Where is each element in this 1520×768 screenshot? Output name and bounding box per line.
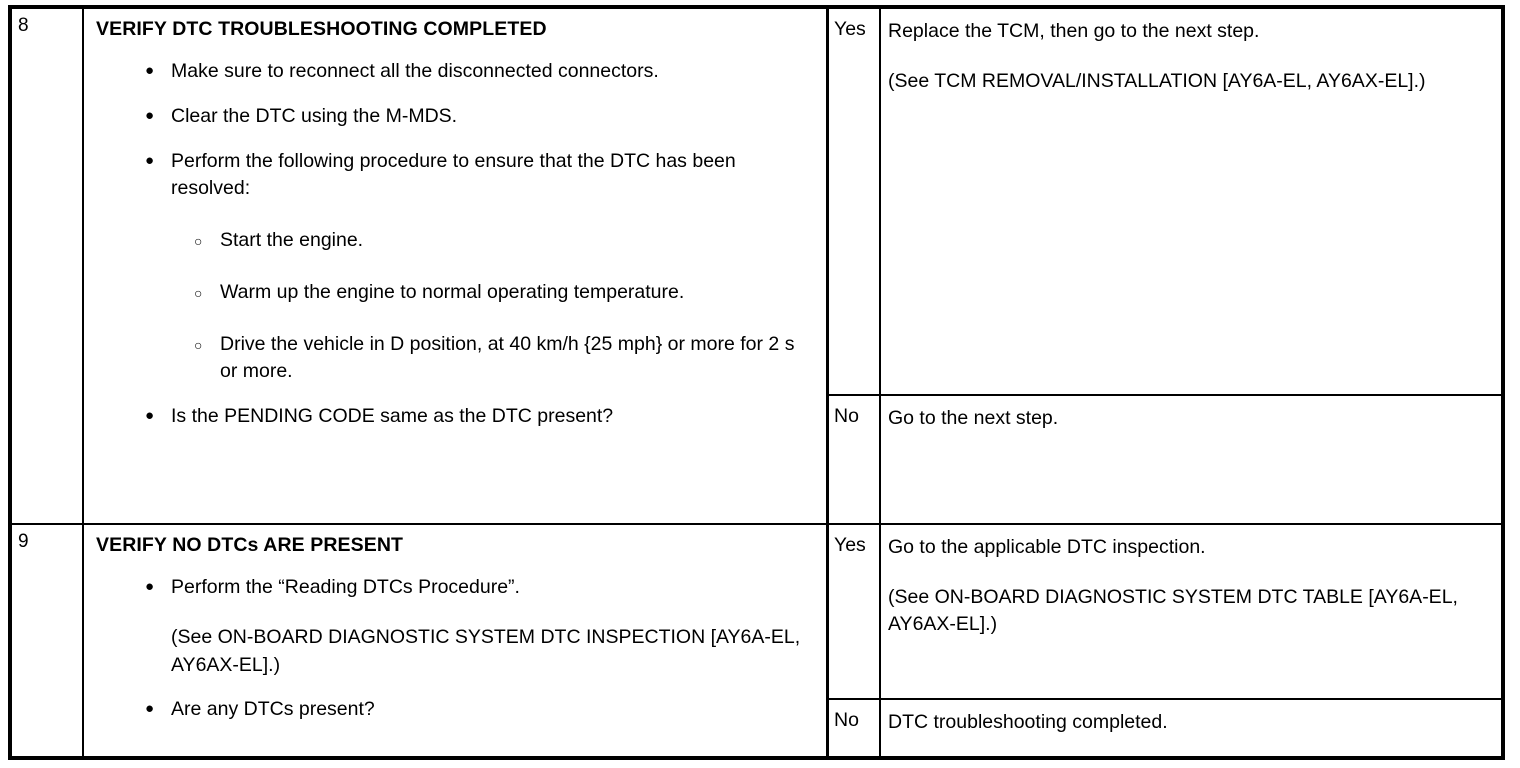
- filled-bullet-icon: ●: [145, 578, 155, 596]
- answer-block-no: No Go to the next step.: [829, 396, 1501, 523]
- filled-bullet-icon: ●: [145, 151, 155, 169]
- answer-block-no: No DTC troubleshooting completed.: [829, 700, 1501, 760]
- step-title: VERIFY DTC TROUBLESHOOTING COMPLETED: [96, 18, 547, 40]
- bullet-list: ● Perform the “Reading DTCs Procedure”.: [96, 574, 814, 602]
- answer-key-yes: Yes: [829, 525, 881, 698]
- filled-bullet-icon: ●: [145, 62, 155, 80]
- answer-reference-text: (See TCM REMOVAL/INSTALLATION [AY6A-EL, …: [888, 69, 1426, 92]
- list-item: ● Perform the following procedure to ens…: [96, 148, 814, 203]
- answer-key-yes: Yes: [829, 9, 881, 394]
- list-item: ○ Warm up the engine to normal operating…: [96, 279, 814, 307]
- answer-primary-text: Go to the applicable DTC inspection.: [888, 536, 1206, 558]
- list-item-label: Start the engine.: [220, 229, 364, 252]
- answer-primary-text: DTC troubleshooting completed.: [888, 711, 1168, 733]
- action-column-step-9: Yes Go to the applicable DTC inspection.…: [829, 525, 1501, 760]
- list-item: ● Is the PENDING CODE same as the DTC pr…: [96, 403, 814, 431]
- table-row-step-8: 8 VERIFY DTC TROUBLESHOOTING COMPLETED ●…: [12, 9, 1501, 525]
- table-row-step-9: 9 VERIFY NO DTCs ARE PRESENT ● Perform t…: [12, 525, 1501, 760]
- list-item-label: Perform the following procedure to ensur…: [171, 149, 736, 200]
- list-item-label: Drive the vehicle in D position, at 40 k…: [220, 332, 795, 383]
- step-title: VERIFY NO DTCs ARE PRESENT: [96, 534, 404, 556]
- reference-note: (See ON-BOARD DIAGNOSTIC SYSTEM DTC INSP…: [171, 626, 801, 676]
- list-item-label: Warm up the engine to normal operating t…: [220, 280, 685, 303]
- hollow-bullet-icon: ○: [194, 336, 203, 353]
- sub-bullet-list: ○ Start the engine. ○ Warm up the engine…: [96, 227, 814, 386]
- answer-key-no: No: [829, 700, 881, 760]
- inspection-cell-step-8: VERIFY DTC TROUBLESHOOTING COMPLETED ● M…: [84, 9, 829, 523]
- step-number-cell: 8: [12, 9, 84, 523]
- answer-key-no: No: [829, 396, 881, 523]
- bullet-list: ● Make sure to reconnect all the disconn…: [96, 58, 814, 203]
- answer-text-yes: Replace the TCM, then go to the next ste…: [881, 9, 1501, 394]
- answer-reference-text: (See ON-BOARD DIAGNOSTIC SYSTEM DTC TABL…: [888, 585, 1458, 636]
- answer-primary-text: Go to the next step.: [888, 407, 1059, 429]
- answer-text-yes: Go to the applicable DTC inspection. (Se…: [881, 525, 1501, 698]
- answer-block-yes: Yes Replace the TCM, then go to the next…: [829, 9, 1501, 396]
- question-list: ● Are any DTCs present?: [96, 696, 814, 724]
- inspection-cell-step-9: VERIFY NO DTCs ARE PRESENT ● Perform the…: [84, 525, 829, 760]
- filled-bullet-icon: ●: [145, 700, 155, 718]
- hollow-bullet-icon: ○: [194, 284, 203, 301]
- troubleshooting-table: 8 VERIFY DTC TROUBLESHOOTING COMPLETED ●…: [8, 5, 1505, 760]
- list-item: ● Are any DTCs present?: [96, 696, 814, 724]
- answer-block-yes: Yes Go to the applicable DTC inspection.…: [829, 525, 1501, 700]
- list-item: ● Perform the “Reading DTCs Procedure”.: [96, 574, 814, 602]
- list-item-label: Make sure to reconnect all the disconnec…: [171, 60, 659, 83]
- answer-primary-text: Replace the TCM, then go to the next ste…: [888, 20, 1260, 42]
- list-item: ○ Start the engine.: [96, 227, 814, 255]
- filled-bullet-icon: ●: [145, 107, 155, 125]
- action-column-step-8: Yes Replace the TCM, then go to the next…: [829, 9, 1501, 523]
- answer-text-no: DTC troubleshooting completed.: [881, 700, 1501, 760]
- hollow-bullet-icon: ○: [194, 233, 203, 250]
- list-item-label: Clear the DTC using the M-MDS.: [171, 105, 458, 128]
- list-item: ● Make sure to reconnect all the disconn…: [96, 58, 814, 86]
- answer-text-no: Go to the next step.: [881, 396, 1501, 523]
- list-item: ● Clear the DTC using the M-MDS.: [96, 103, 814, 131]
- step-question: Are any DTCs present?: [171, 698, 375, 721]
- list-item: ○ Drive the vehicle in D position, at 40…: [96, 331, 814, 386]
- step-number-cell: 9: [12, 525, 84, 760]
- question-list: ● Is the PENDING CODE same as the DTC pr…: [96, 403, 814, 431]
- filled-bullet-icon: ●: [145, 406, 155, 424]
- step-question: Is the PENDING CODE same as the DTC pres…: [171, 404, 614, 427]
- list-item-label: Perform the “Reading DTCs Procedure”.: [171, 576, 520, 599]
